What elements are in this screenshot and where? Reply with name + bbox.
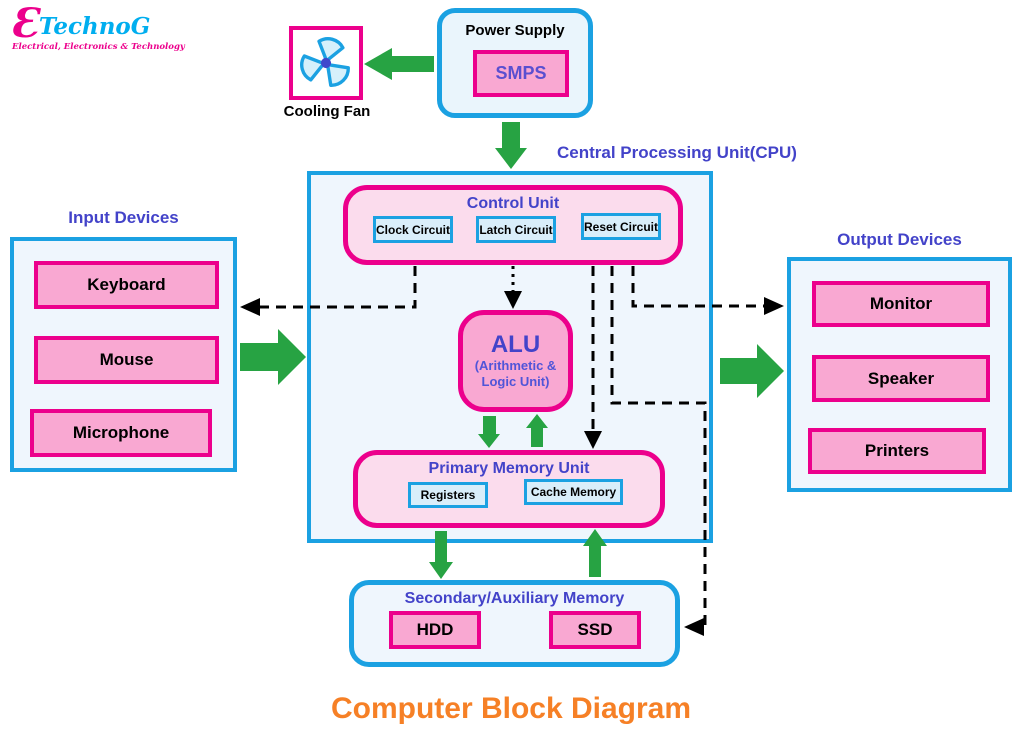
logo-name: TechnoG: [38, 13, 151, 40]
latch-circuit-box: Latch Circuit: [476, 216, 556, 243]
ssd-box: SSD: [549, 611, 641, 649]
secondary-memory-box: Secondary/Auxiliary Memory HDD SSD: [349, 580, 680, 667]
output-devices-box: Monitor Speaker Printers: [787, 257, 1012, 492]
diagram-title: Computer Block Diagram: [330, 692, 692, 725]
power-supply-title: Power Supply: [465, 22, 565, 39]
keyboard-box: Keyboard: [34, 261, 219, 309]
cpu-label: Central Processing Unit(CPU): [557, 143, 797, 162]
output-devices-title: Output Devices: [837, 230, 962, 249]
power-to-cpu-arrow: [495, 122, 527, 169]
fan-icon: [300, 37, 350, 87]
logo-e-mark: Ɛ: [10, 0, 39, 47]
alu-title: ALU: [490, 331, 541, 358]
cooling-fan-label: Cooling Fan: [283, 103, 371, 120]
alu-subtitle-line1: (Arithmetic &: [474, 358, 557, 373]
registers-box: Registers: [408, 482, 488, 508]
hdd-box: HDD: [389, 611, 481, 649]
speaker-box: Speaker: [812, 355, 990, 402]
reset-circuit-box: Reset Circuit: [581, 213, 661, 240]
alu-box: ALU (Arithmetic & Logic Unit): [458, 310, 573, 412]
smps-box: SMPS: [473, 50, 569, 97]
power-to-fan-arrow: [364, 48, 434, 80]
secondary-memory-title: Secondary/Auxiliary Memory: [404, 590, 625, 607]
clock-circuit-box: Clock Circuit: [373, 216, 453, 243]
etechnog-logo: Ɛ TechnoG Electrical, Electronics & Tech…: [10, 0, 200, 53]
cache-memory-box: Cache Memory: [524, 479, 623, 505]
microphone-box: Microphone: [30, 409, 212, 457]
alu-subtitle-line2: Logic Unit): [481, 374, 550, 389]
power-supply-box: Power Supply SMPS: [437, 8, 593, 118]
printers-box: Printers: [808, 428, 986, 474]
control-unit-box: Control Unit Clock Circuit Latch Circuit…: [343, 185, 683, 265]
mouse-box: Mouse: [34, 336, 219, 384]
cpu-to-output-arrow: [720, 344, 784, 398]
input-to-cpu-arrow: [240, 329, 306, 385]
primary-memory-title: Primary Memory Unit: [428, 460, 590, 477]
primary-memory-box: Primary Memory Unit Registers Cache Memo…: [353, 450, 665, 528]
input-devices-box: Keyboard Mouse Microphone: [10, 237, 237, 472]
monitor-box: Monitor: [812, 281, 990, 327]
input-devices-title: Input Devices: [68, 208, 179, 227]
control-unit-title: Control Unit: [466, 195, 560, 212]
cu-to-input-arrowhead: [240, 298, 260, 316]
cooling-fan-box: [289, 26, 363, 100]
logo-tagline: Electrical, Electronics & Technology: [12, 42, 185, 52]
cu-to-output-arrowhead: [764, 297, 784, 315]
cu-to-secondary-arrowhead: [684, 618, 704, 636]
